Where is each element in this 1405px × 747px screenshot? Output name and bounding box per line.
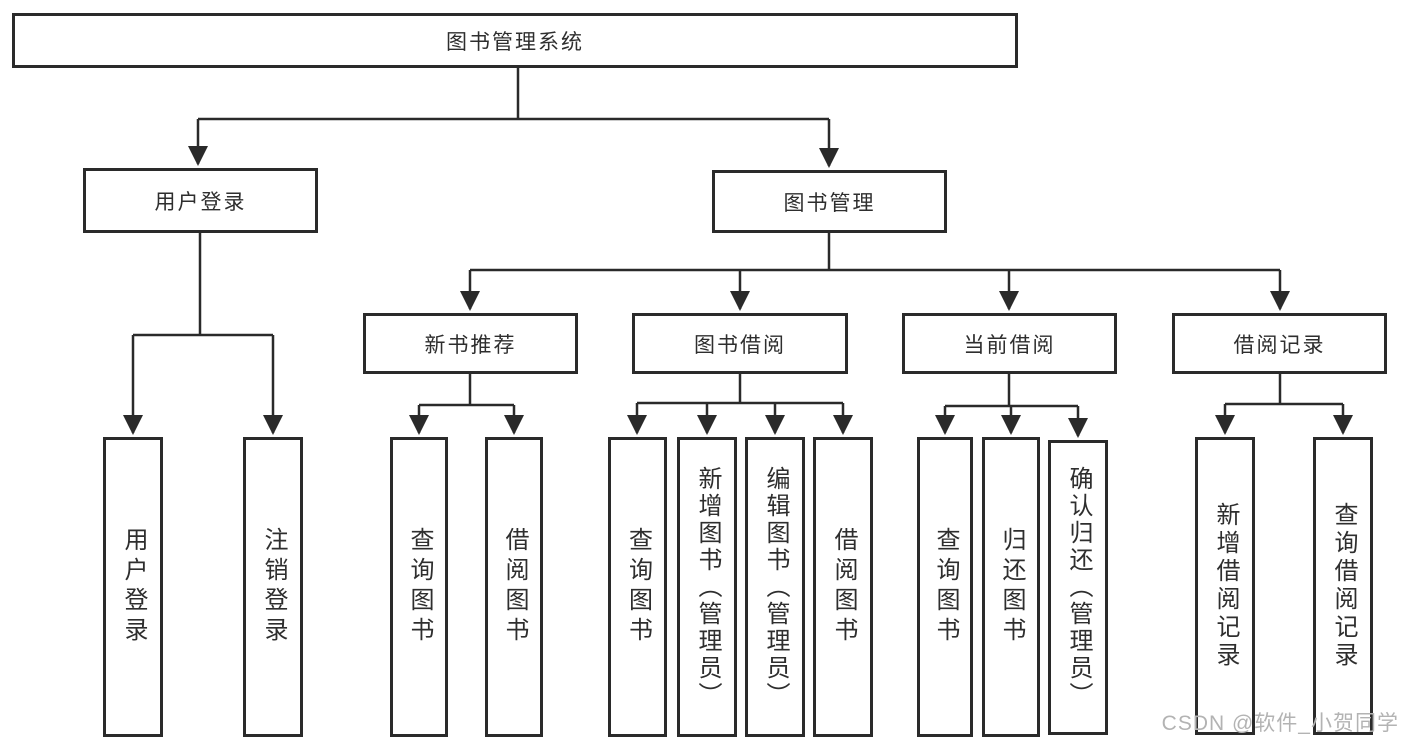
leaf-newbook-query-book: 查询图书 [390,437,448,737]
leaf-borrow-query-book: 查询图书 [608,437,667,737]
node-borrowing-records: 借阅记录 [1172,313,1387,374]
leaf-logout: 注销登录 [243,437,303,737]
watermark-text: CSDN @软件_小贺同学 [1161,712,1399,735]
leaf-borrow-edit-book-admin: 编辑图书（管理员） [745,437,805,737]
leaf-newbook-borrow-book: 借阅图书 [485,437,543,737]
leaf-records-query-record: 查询借阅记录 [1313,437,1373,735]
leaf-current-confirm-return-admin: 确认归还（管理员） [1048,440,1108,735]
node-user-login: 用户登录 [83,168,318,233]
node-book-management: 图书管理 [712,170,947,233]
node-new-book-recommend: 新书推荐 [363,313,578,374]
node-book-borrowing: 图书借阅 [632,313,848,374]
leaf-current-query-book: 查询图书 [917,437,973,737]
leaf-borrow-borrow-book: 借阅图书 [813,437,873,737]
leaf-borrow-add-book-admin: 新增图书（管理员） [677,437,737,737]
node-current-borrowing: 当前借阅 [902,313,1117,374]
leaf-records-add-record: 新增借阅记录 [1195,437,1255,735]
leaf-current-return-book: 归还图书 [982,437,1040,737]
node-library-system: 图书管理系统 [12,13,1018,68]
leaf-user-login: 用户登录 [103,437,163,737]
